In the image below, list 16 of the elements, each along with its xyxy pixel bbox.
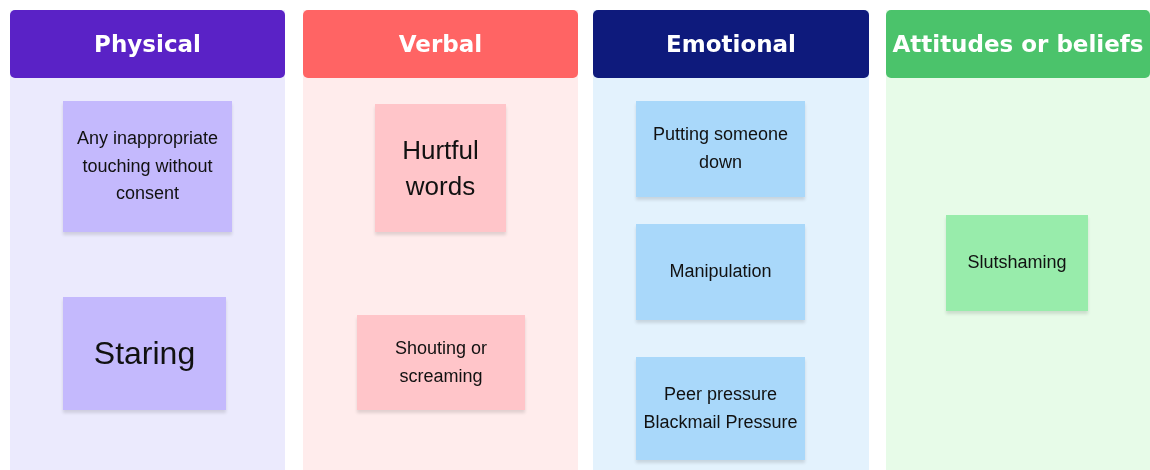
sticky-note: Putting someone down <box>636 101 805 197</box>
column-panel <box>886 10 1150 470</box>
sticky-note: Staring <box>63 297 226 410</box>
column-panel <box>10 10 285 470</box>
column-header: Emotional <box>593 10 869 78</box>
sticky-note: Peer pressure Blackmail Pressure <box>636 357 805 460</box>
sticky-note: Hurtful words <box>375 104 506 232</box>
column-header: Physical <box>10 10 285 78</box>
sticky-note: Manipulation <box>636 224 805 320</box>
sticky-note: Slutshaming <box>946 215 1088 311</box>
sticky-note: Shouting or screaming <box>357 315 525 410</box>
sticky-note: Any inappropriate touching without consent <box>63 101 232 232</box>
column-panel <box>593 10 869 470</box>
column-panel <box>303 10 578 470</box>
column-header: Attitudes or beliefs <box>886 10 1150 78</box>
column-header: Verbal <box>303 10 578 78</box>
